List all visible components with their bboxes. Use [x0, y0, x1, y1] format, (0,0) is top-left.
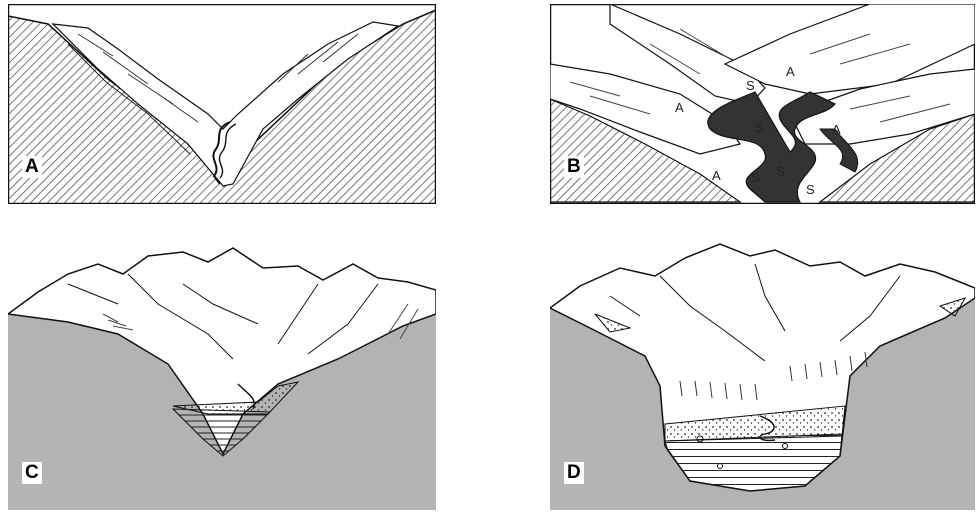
- panel-b-label: B: [564, 156, 584, 178]
- panel-b-drawing: A S S A A S A S S: [550, 4, 975, 204]
- mark-2: S: [746, 78, 755, 93]
- panel-c: C: [8, 244, 436, 510]
- panel-d: D: [550, 236, 975, 510]
- panel-d-drawing: [550, 236, 975, 510]
- panel-b: A S S A A S A S S B: [550, 4, 975, 204]
- panel-c-label: C: [22, 462, 42, 484]
- panel-a-drawing: [8, 4, 436, 204]
- mark-4: A: [786, 64, 795, 79]
- mark-3: S: [755, 120, 764, 135]
- panel-a: A: [8, 4, 436, 204]
- panel-a-label: A: [22, 156, 42, 178]
- panel-c-drawing: [8, 244, 436, 510]
- mark-8: S: [776, 164, 785, 179]
- mark-5: A: [832, 122, 841, 137]
- mark-6: S: [751, 170, 760, 185]
- mark-1: A: [675, 100, 684, 115]
- mark-7: A: [712, 168, 721, 183]
- mark-9: S: [806, 182, 815, 197]
- panel-d-label: D: [564, 462, 584, 484]
